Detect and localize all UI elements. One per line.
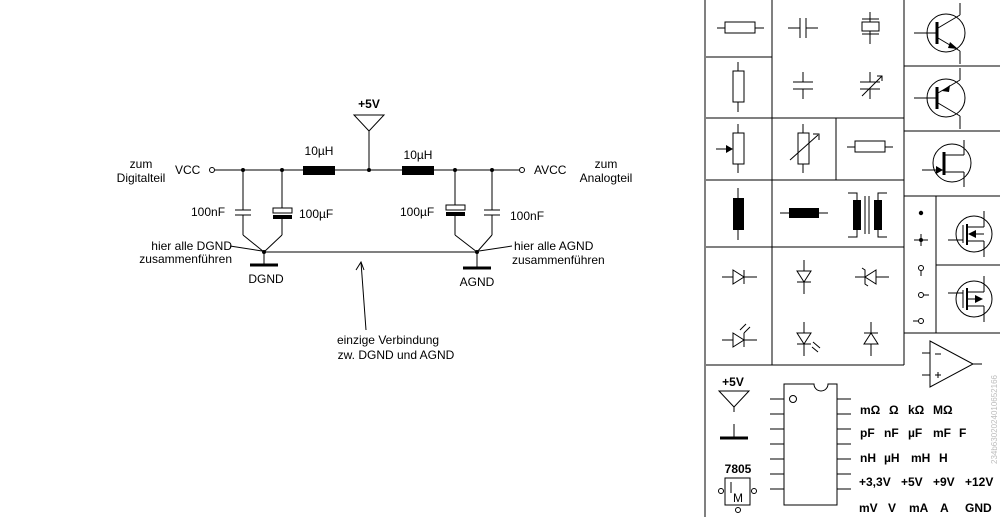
watermark: 234b6302024010652166 bbox=[990, 374, 999, 464]
inductor-left-label: 10µH bbox=[305, 144, 334, 158]
dgnd-note-line1: hier alle DGND bbox=[151, 239, 232, 253]
mosfet-p-icon[interactable] bbox=[948, 276, 993, 322]
dgnd-label: DGND bbox=[248, 272, 284, 286]
unit-f[interactable]: F bbox=[959, 426, 966, 440]
resistor-vertical-icon[interactable] bbox=[732, 62, 745, 112]
transformer-icon[interactable] bbox=[848, 192, 887, 238]
unit-nf[interactable]: nF bbox=[884, 426, 899, 440]
inductor-right bbox=[402, 166, 434, 175]
capacitor-vertical-icon[interactable] bbox=[793, 72, 813, 99]
avcc-label: AVCC bbox=[534, 163, 567, 177]
diode-horizontal-icon[interactable] bbox=[722, 269, 757, 285]
unit-mh[interactable]: mH bbox=[911, 451, 930, 465]
unit-mv[interactable]: mV bbox=[859, 501, 878, 515]
vcc-label: VCC bbox=[175, 163, 201, 177]
terminal-up-icon[interactable] bbox=[918, 265, 924, 277]
fuse-icon[interactable] bbox=[847, 140, 893, 153]
crystal-icon[interactable] bbox=[861, 12, 880, 44]
unit-a[interactable]: A bbox=[940, 501, 949, 515]
voltage-regulator-icon[interactable] bbox=[718, 477, 757, 513]
unit-kohm[interactable]: kΩ bbox=[908, 403, 925, 417]
jfet-icon[interactable] bbox=[922, 140, 972, 187]
capacitor-icon[interactable] bbox=[788, 18, 818, 38]
unit-9v[interactable]: +9V bbox=[933, 475, 955, 489]
mosfet-n-icon[interactable] bbox=[948, 211, 993, 257]
supply-symbol-icon[interactable] bbox=[717, 390, 751, 412]
pnp-transistor-icon[interactable] bbox=[914, 68, 966, 129]
cap-label-1: 100nF bbox=[191, 205, 225, 219]
terminal-right-icon[interactable] bbox=[918, 292, 930, 298]
inductor-vertical-icon[interactable] bbox=[733, 188, 744, 240]
unit-mohm[interactable]: MΩ bbox=[933, 403, 953, 417]
vcc-note-line1: zum bbox=[130, 157, 153, 171]
unit-12v[interactable]: +12V bbox=[965, 475, 993, 489]
npn-transistor-icon[interactable] bbox=[914, 3, 966, 64]
led-vertical-icon[interactable] bbox=[796, 322, 821, 356]
palette-supply-label: +5V bbox=[722, 375, 744, 389]
ic-dip-icon[interactable] bbox=[770, 383, 851, 506]
agnd-note-line1: hier alle AGND bbox=[514, 239, 594, 253]
agnd-label: AGND bbox=[460, 275, 495, 289]
regulator-label: 7805 bbox=[725, 462, 752, 476]
unit-pf[interactable]: pF bbox=[860, 426, 875, 440]
unit-ma[interactable]: mA bbox=[909, 501, 929, 515]
cap-label-2: 100µF bbox=[299, 207, 333, 221]
avcc-note-line2: Analogteil bbox=[580, 171, 633, 185]
connection-note-line1: einzige Verbindung bbox=[337, 333, 439, 347]
junction-cross-icon[interactable] bbox=[914, 234, 928, 246]
unit-ohm[interactable]: Ω bbox=[889, 403, 899, 417]
circuit-diagram: +5V 10µH 10µH VCC zum Digitalteil AVCC z… bbox=[117, 97, 633, 362]
junction-dot-icon[interactable] bbox=[918, 210, 924, 216]
unit-mf[interactable]: mF bbox=[933, 426, 951, 440]
variable-capacitor-icon[interactable] bbox=[860, 72, 883, 99]
inductor-horizontal-icon[interactable] bbox=[780, 208, 828, 218]
unit-nh[interactable]: nH bbox=[860, 451, 876, 465]
terminal-left-icon[interactable] bbox=[913, 318, 924, 324]
unit-uh[interactable]: µH bbox=[884, 451, 900, 465]
opamp-icon[interactable] bbox=[922, 340, 982, 388]
vcc-note-line2: Digitalteil bbox=[117, 171, 166, 185]
component-palette: +5V 7805 M bbox=[704, 0, 1000, 517]
unit-uf[interactable]: µF bbox=[908, 426, 922, 440]
resistor-horizontal-icon[interactable] bbox=[717, 21, 764, 34]
connection-note-line2: zw. DGND und AGND bbox=[338, 348, 455, 362]
zener-diode-icon[interactable] bbox=[855, 267, 889, 287]
inductor-right-label: 10µH bbox=[404, 148, 433, 162]
inductor-left bbox=[303, 166, 335, 175]
unit-labels: mΩ Ω kΩ MΩ pF nF µF mF F nH µH mH H +3,3… bbox=[859, 403, 993, 515]
supply-triangle bbox=[352, 114, 386, 132]
potentiometer-icon[interactable] bbox=[716, 124, 745, 173]
agnd-note-line2: zusammenführen bbox=[512, 253, 605, 267]
unit-3v3[interactable]: +3,3V bbox=[859, 475, 891, 489]
dgnd-note-line2: zusammenführen bbox=[139, 252, 232, 266]
avcc-note-line1: zum bbox=[595, 157, 618, 171]
ground-symbol-icon[interactable] bbox=[720, 424, 748, 440]
unit-v[interactable]: V bbox=[888, 501, 896, 515]
led-horizontal-icon[interactable] bbox=[722, 323, 757, 348]
cap-label-4: 100nF bbox=[510, 209, 544, 223]
regulator-pin-label: M bbox=[733, 491, 743, 505]
trimmer-icon[interactable] bbox=[789, 124, 820, 173]
unit-h[interactable]: H bbox=[939, 451, 948, 465]
diode-reverse-icon[interactable] bbox=[863, 322, 879, 356]
cap-label-3: 100µF bbox=[400, 205, 434, 219]
unit-gnd[interactable]: GND bbox=[965, 501, 992, 515]
unit-mohm-milli[interactable]: mΩ bbox=[860, 403, 881, 417]
diode-vertical-icon[interactable] bbox=[796, 260, 812, 294]
unit-5v[interactable]: +5V bbox=[901, 475, 923, 489]
supply-label: +5V bbox=[358, 97, 380, 111]
